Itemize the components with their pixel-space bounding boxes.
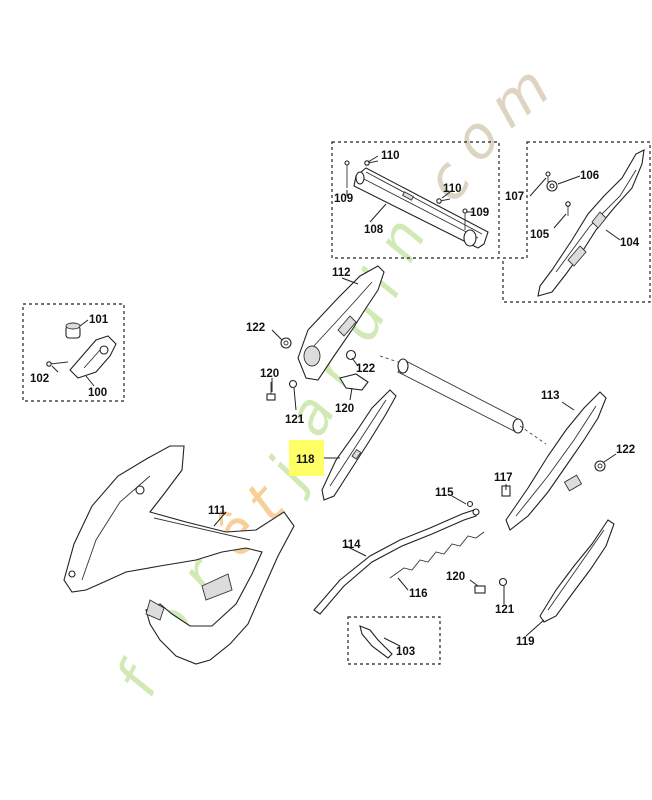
part-114-rod	[313, 508, 480, 615]
label-120c: 120	[446, 571, 465, 583]
label-112: 112	[332, 267, 351, 279]
label-105: 105	[530, 229, 550, 241]
label-119: 119	[516, 636, 535, 648]
label-114: 114	[342, 539, 361, 551]
group-box-100-102	[22, 303, 125, 402]
callout-labels: 110 109 110 109 108 106 107 105 104 112 …	[30, 150, 640, 658]
part-112-side-plate	[297, 265, 385, 381]
highlight-118	[289, 440, 324, 476]
part-108-crossbar	[353, 167, 489, 249]
part-120-lever	[339, 373, 369, 391]
label-120b: 120	[335, 403, 354, 415]
label-122c: 122	[616, 444, 635, 456]
part-102-pin	[46, 361, 69, 367]
label-104: 104	[620, 237, 640, 249]
label-115: 115	[435, 487, 454, 499]
part-109-pins	[344, 160, 468, 230]
part-113-side-plate	[505, 391, 607, 531]
part-120-bolt-right	[474, 585, 486, 594]
label-122a: 122	[246, 322, 265, 334]
part-116-spring	[389, 531, 485, 579]
group-box-104-107	[502, 141, 651, 303]
label-110b: 110	[443, 183, 462, 195]
part-101-cap	[65, 322, 81, 339]
part-104-bracket	[537, 149, 645, 297]
label-110a: 110	[381, 150, 400, 162]
leader-lines	[51, 155, 621, 647]
part-122-nut-mid	[345, 349, 357, 361]
label-100: 100	[88, 387, 107, 399]
part-121-washer-right	[498, 577, 508, 587]
label-108: 108	[364, 224, 384, 236]
label-120a: 120	[260, 368, 279, 380]
part-103-handle	[359, 625, 393, 659]
part-105-107-fasteners	[545, 171, 571, 216]
label-116: 116	[409, 588, 428, 600]
label-117: 117	[494, 472, 513, 484]
part-121-washer-left	[288, 379, 298, 389]
label-109a: 109	[334, 193, 353, 205]
label-106: 106	[580, 170, 599, 182]
part-122-nut-left	[280, 337, 292, 349]
label-118: 118	[296, 454, 315, 466]
part-115-screw	[466, 500, 474, 508]
label-101: 101	[89, 314, 109, 326]
svg-text:f: f	[102, 650, 175, 707]
part-111-body	[63, 445, 295, 665]
part-122-nut-right	[594, 460, 606, 472]
label-113: 113	[541, 390, 560, 402]
label-109b: 109	[470, 207, 489, 219]
group-box-108-110	[331, 141, 500, 259]
watermark-logo: f o r ê t j a r d i n . c o m	[102, 52, 562, 706]
part-118-guide-rail	[321, 389, 397, 501]
label-111: 111	[208, 505, 227, 517]
part-120-bolt-left	[266, 382, 276, 401]
part-100-latch	[69, 335, 117, 379]
label-107: 107	[505, 191, 524, 203]
shaft-112-113	[379, 355, 547, 445]
label-103: 103	[396, 646, 415, 658]
label-102: 102	[30, 373, 49, 385]
group-box-103	[347, 616, 441, 665]
part-119-rail	[539, 519, 615, 623]
label-122b: 122	[356, 363, 375, 375]
label-121b: 121	[495, 604, 515, 616]
label-121a: 121	[285, 414, 305, 426]
